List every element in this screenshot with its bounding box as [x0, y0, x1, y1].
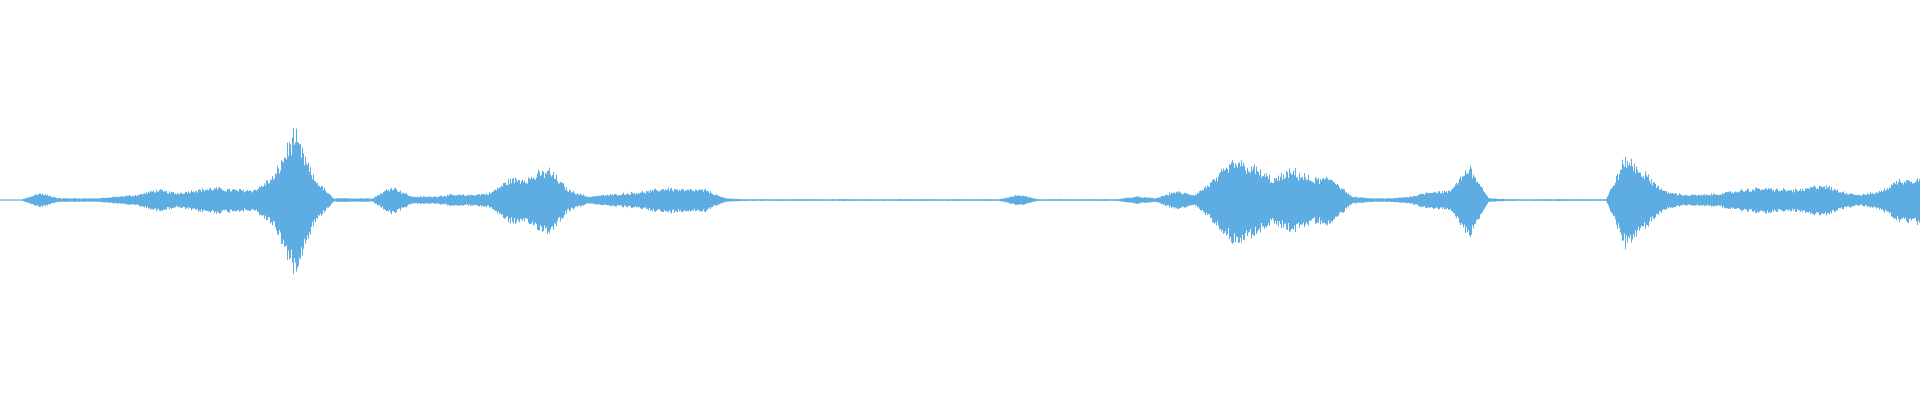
waveform-path	[0, 128, 1920, 274]
